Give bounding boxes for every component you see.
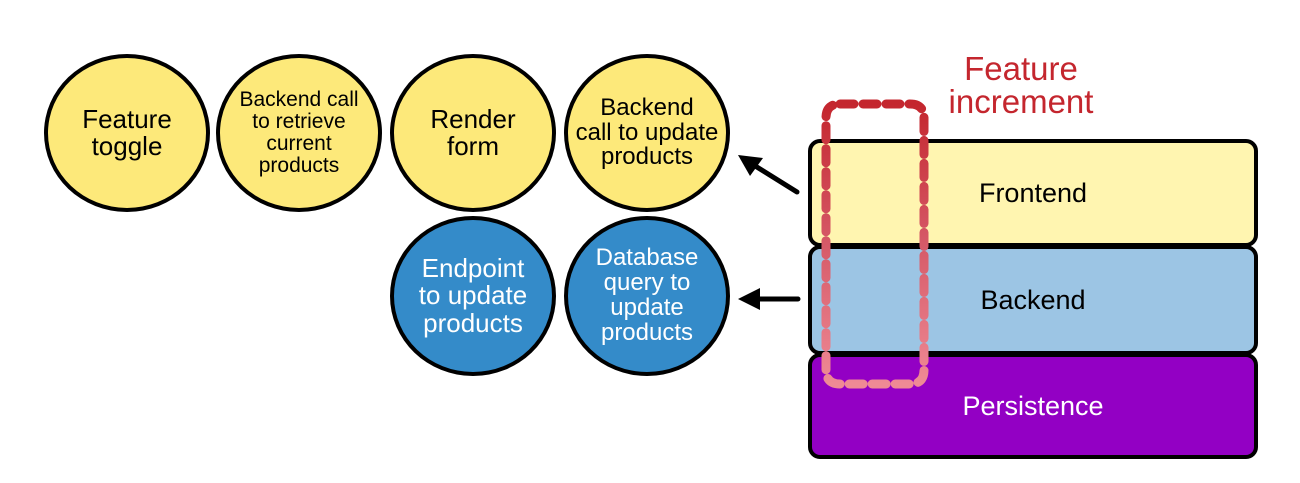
task-endpoint-update-products: Endpoint to update products xyxy=(390,216,556,376)
layer-persistence: Persistence xyxy=(808,353,1258,459)
task-label: Render form xyxy=(430,103,516,161)
feature-increment-label: Feature increment xyxy=(948,50,1094,120)
task-feature-toggle: Feature toggle xyxy=(44,54,210,212)
task-label: Backend call to update products xyxy=(575,93,719,171)
task-database-query-update-products: Database query to update products xyxy=(564,216,730,376)
layer-label: Frontend xyxy=(978,177,1088,208)
frontend-arrow-icon xyxy=(738,155,800,195)
layer-frontend: Frontend xyxy=(808,139,1258,247)
task-render-form: Render form xyxy=(390,54,556,212)
backend-arrow-icon xyxy=(738,288,801,310)
task-label: Endpoint to update products xyxy=(418,253,528,338)
layer-label: Backend xyxy=(980,284,1086,315)
layer-label: Persistence xyxy=(962,390,1104,421)
task-backend-call-retrieve-products: Backend call to retrieve current product… xyxy=(216,54,382,212)
task-backend-call-update-products: Backend call to update products xyxy=(564,54,730,212)
layer-backend: Backend xyxy=(808,245,1258,355)
task-label: Backend call to retrieve current product… xyxy=(239,88,359,177)
task-label: Feature toggle xyxy=(82,103,172,161)
task-label: Database query to update products xyxy=(595,244,699,346)
